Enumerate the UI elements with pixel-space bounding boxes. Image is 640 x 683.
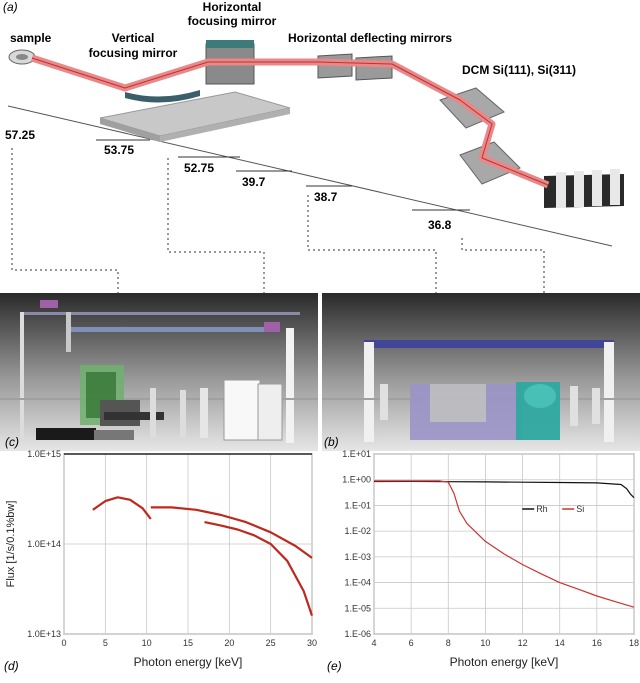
chart-e-xlabel: Photon energy [keV] (450, 655, 559, 669)
chart-e-ytick-label: 1.E-02 (344, 526, 371, 536)
chart-e-ytick-label: 1.E-03 (344, 552, 371, 562)
chart-d-ylabel: Flux [1/s/0.1%bw] (5, 501, 17, 588)
chart-d-series-0 (92, 496, 152, 520)
chart-d: 0 5 10 15 20 25 30 1.0E+13 1.0E+14 1.0E+15Photon … (5, 449, 317, 669)
distance-36-8: 36.8 (428, 218, 452, 232)
deflecting-mirrors-label: Horizontal deflecting mirrors (288, 31, 452, 45)
sample-dot (16, 54, 28, 60)
dcm-label: DCM Si(111), Si(311) (462, 63, 576, 77)
chart-d-ytick-label: 1.0E+13 (27, 629, 61, 639)
chart-d-ytick-label: 1.0E+14 (27, 539, 61, 549)
panel-label-e: (e) (327, 659, 342, 673)
chart-e-xtick-label: 4 (371, 638, 376, 648)
chart-d-xlabel: Photon energy [keV] (134, 655, 243, 669)
vertical-mirror-label-2: focusing mirror (89, 46, 178, 60)
distance-53-75: 53.75 (104, 143, 134, 157)
vertical-mirror-table-side (100, 118, 160, 142)
chart-d-series-2 (204, 521, 314, 616)
chart-e: 4 6 8 10 12 14 16 18 1.E-06 1.E-05 1.E-04 1.E-03 1.E… (342, 449, 639, 669)
panel-b-render (322, 340, 640, 442)
panel-label-d: (d) (4, 659, 19, 673)
chart-e-series-Rh (373, 480, 635, 499)
chart-d-ytick-label: 1.0E+15 (27, 449, 61, 459)
vertical-mirror-label-1: Vertical (112, 31, 155, 45)
distance-38-7: 38.7 (314, 190, 338, 204)
chart-e-ytick-label: 1.E-06 (344, 629, 371, 639)
chart-e-frame (373, 453, 635, 635)
chart-e-xtick-label: 16 (592, 638, 602, 648)
chart-d-xtick-label: 5 (103, 638, 108, 648)
undulator-source (544, 169, 624, 208)
distance-57-25: 57.25 (5, 128, 35, 142)
chart-e-legend-label: Si (576, 504, 584, 514)
deflecting-mirror-2 (355, 55, 393, 81)
chart-e-xtick-label: 8 (446, 638, 451, 648)
chart-d-xtick-label: 20 (224, 638, 234, 648)
chart-d-xtick-label: 0 (61, 638, 66, 648)
chart-e-ytick-label: 1.E-05 (344, 603, 371, 613)
horizontal-mirror-top (206, 40, 254, 48)
distance-52-75: 52.75 (184, 161, 214, 175)
chart-e-ytick-label: 1.E-01 (344, 500, 371, 510)
panel-label-a: (a) (3, 0, 18, 14)
chart-e-series-Si (374, 480, 635, 608)
horizontal-mirror-label-1: Horizontal (203, 0, 262, 14)
chart-d-xtick-label: 15 (183, 638, 193, 648)
panel-label-b: (b) (324, 435, 339, 449)
chart-e-xtick-label: 10 (480, 638, 490, 648)
chart-e-xtick-label: 18 (629, 638, 639, 648)
chart-e-xtick-label: 6 (409, 638, 414, 648)
vertical-mirror (125, 90, 200, 103)
chart-e-xtick-label: 14 (555, 638, 565, 648)
chart-e-ytick-label: 1.E+00 (342, 475, 371, 485)
sample-label: sample (10, 31, 52, 45)
chart-e-ytick-label: 1.E-04 (344, 578, 371, 588)
chart-e-legend-label: Rh (536, 504, 548, 514)
chart-e-ytick-label: 1.E+01 (342, 449, 371, 459)
chart-e-xtick-label: 12 (518, 638, 528, 648)
x-ray-beam-edge (31, 57, 549, 186)
chart-d-series-1 (150, 506, 313, 559)
vertical-mirror-table-front (160, 108, 290, 142)
chart-d-xtick-label: 25 (266, 638, 276, 648)
horizontal-mirror-label-2: focusing mirror (188, 14, 277, 28)
panel-c-render (0, 300, 318, 443)
chart-d-xtick-label: 10 (142, 638, 152, 648)
distance-39-7: 39.7 (242, 175, 266, 189)
chart-d-xtick-label: 30 (307, 638, 317, 648)
panel-label-c: (c) (5, 435, 19, 449)
floor-line (7, 105, 613, 247)
